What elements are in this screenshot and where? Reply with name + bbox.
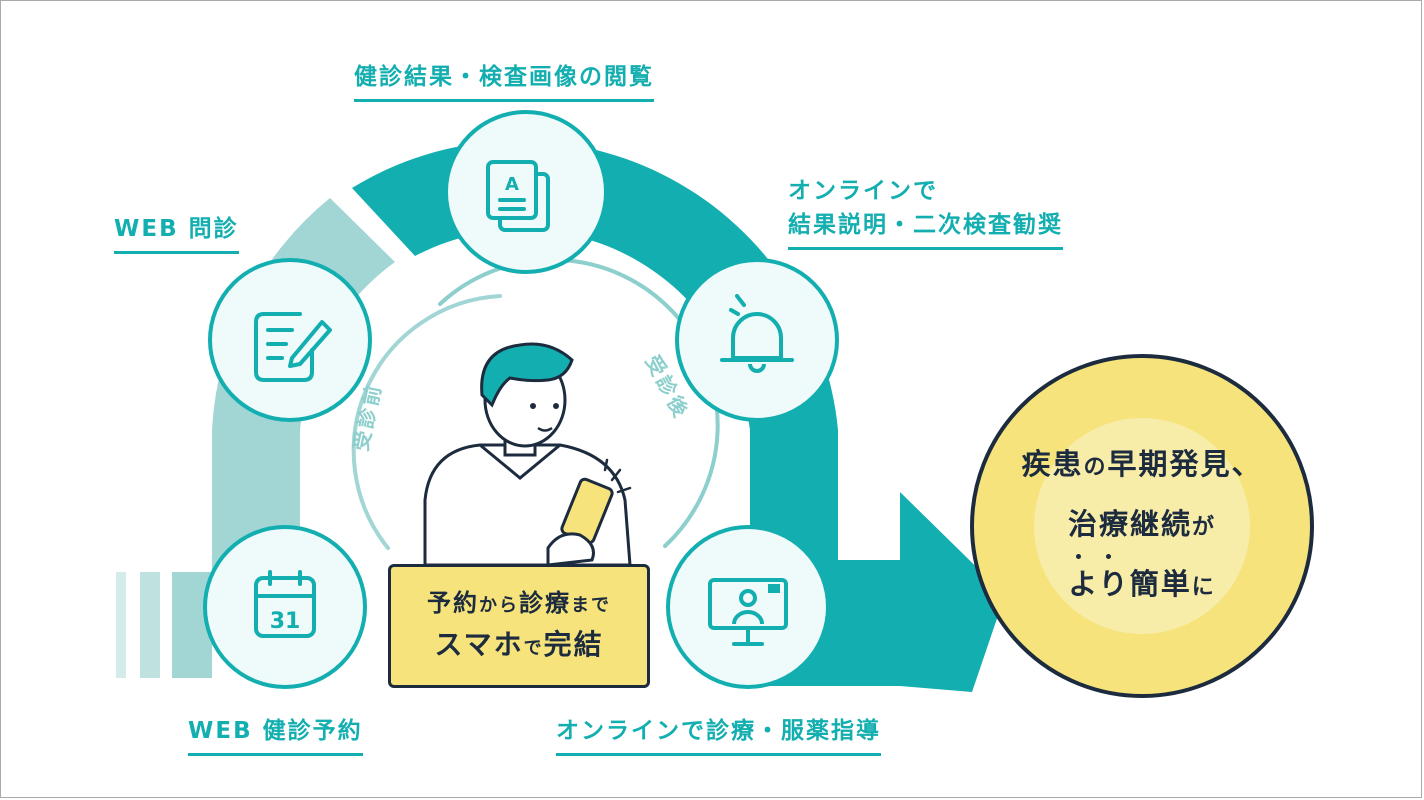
person-hair [480, 342, 574, 408]
label-results-view: 健診結果・検査画像の閲覧 [354, 60, 654, 102]
label-online-explanation: オンラインで 結果説明・二次検査勧奨 [788, 174, 1063, 250]
goal-line-1: 疾患の早期発見、 [1021, 447, 1263, 481]
person-illustration [423, 342, 632, 567]
label-online-consult: オンラインで診療・服薬指導 [556, 714, 881, 756]
svg-text:31: 31 [270, 609, 301, 634]
person-eye [530, 403, 536, 409]
emphasis-dot [1106, 554, 1112, 559]
label-web-booking: WEB 健診予約 [188, 714, 363, 756]
motion-dash [116, 572, 126, 678]
person-hand [546, 532, 595, 567]
person-mouth [537, 426, 553, 432]
goal-inner-glow [1034, 418, 1250, 634]
goal-message: 疾患の早期発見、 治療継続が より簡単に [970, 354, 1314, 698]
goal-line-2: 治療継続が [1067, 507, 1217, 541]
calendar-icon: 31 [254, 570, 316, 638]
step-circle-consult [666, 525, 830, 689]
step-circle-booking: 31 [203, 525, 367, 689]
before-label: 受診前 [348, 381, 386, 453]
before-inner-arc [351, 294, 502, 550]
step-circle-results: A [444, 110, 608, 274]
person-collar [479, 443, 561, 480]
motion-dash [140, 572, 160, 678]
svg-text:A: A [505, 174, 519, 195]
center-line-1: 予約から診療まで [427, 588, 611, 617]
emphasis-dot [1076, 554, 1082, 559]
monitor-user-icon [708, 578, 788, 646]
phone-signal [603, 458, 632, 494]
edit-document-icon [254, 312, 332, 382]
step-circle-interview [208, 258, 372, 422]
center-line-2: スマホで完結 [434, 627, 604, 661]
bell-icon [720, 294, 794, 373]
center-message-box: 予約から診療まで スマホで完結 [388, 564, 650, 688]
document-a-icon: A [486, 160, 550, 232]
person-eye [553, 403, 559, 409]
goal-line-3: より簡単に [1068, 554, 1215, 616]
label-web-interview: WEB 問診 [114, 212, 239, 254]
after-arc-band [352, 140, 838, 591]
step-circle-explanation [675, 258, 839, 422]
